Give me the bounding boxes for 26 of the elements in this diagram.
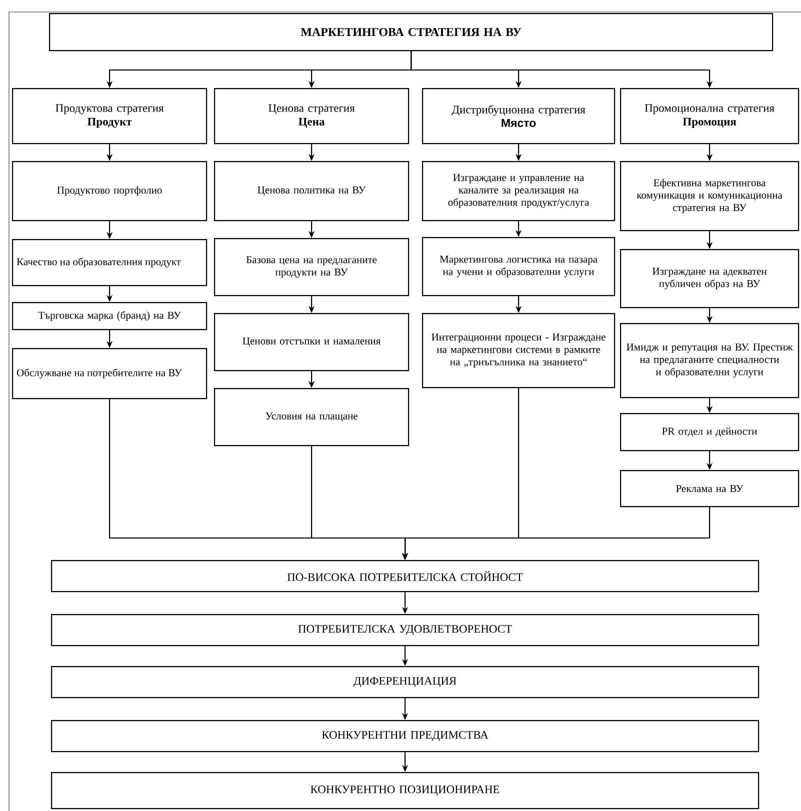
title-box: МАРКЕТИНГОВА СТРАТЕГИЯ НА ВУ <box>49 13 774 52</box>
strategy-box: Ценова стратегия Цена <box>214 88 410 144</box>
process-box: PR отдел и дейности <box>620 413 800 452</box>
process-box: Търговска марка (бранд) на ВУ <box>12 302 208 330</box>
process-box: Обслужване на потребителите на ВУ <box>12 348 208 400</box>
process-box: Изграждане и управление на каналите за реализация на образователния продукт/услуга <box>422 161 616 222</box>
process-box: Базова цена на предлаганите продукти на ВУ <box>214 238 410 296</box>
process-box: Условия на плащане <box>214 388 410 446</box>
outcome-box: ПОТРЕБИТЕЛСКА УДОВЛЕТВОРЕНОСТ <box>51 614 760 646</box>
process-box: Продуктово портфолио <box>12 161 208 222</box>
process-box: Реклама на ВУ <box>620 470 800 508</box>
strategy-box: Продуктова стратегия Продукт <box>12 88 208 144</box>
outcome-box: ПО-ВИСОКА ПОТРЕБИТЕЛСКА СТОЙНОСТ <box>51 560 760 592</box>
strategy-box: Промоционална стратегия Промоция <box>620 88 800 144</box>
outcome-box: КОНКУРЕНТНО ПОЗИЦИОНИРАНЕ <box>51 772 760 810</box>
strategy-box: Дистрибуционна стратегия Място <box>422 88 616 144</box>
process-box: Изграждане на адекватен публичен образ на ВУ <box>620 249 800 308</box>
outcome-box: КОНКУРЕНТНИ ПРЕДИМСТВА <box>51 720 760 752</box>
outcome-box: ДИФЕРЕНЦИАЦИЯ <box>51 666 760 698</box>
process-box: Ценови отстъпки и намаления <box>214 313 410 372</box>
process-box: Ценова политика на ВУ <box>214 161 410 222</box>
process-box: Имидж и репутация на ВУ. Престиж на предлаганите специалности и образователни услуги <box>620 323 800 398</box>
process-box: Интеграционни процеси - Изграждане на маркетингови системи в рамките на „триъгълника на знанието“ <box>422 313 616 388</box>
process-box: Ефективна маркетингова комуникация и комуникационна стратегия на ВУ <box>620 161 800 232</box>
process-box: Маркетингова логистика на пазара на учени и образователни услуги <box>422 237 616 296</box>
process-box: Качество на образователния продукт <box>12 239 208 286</box>
